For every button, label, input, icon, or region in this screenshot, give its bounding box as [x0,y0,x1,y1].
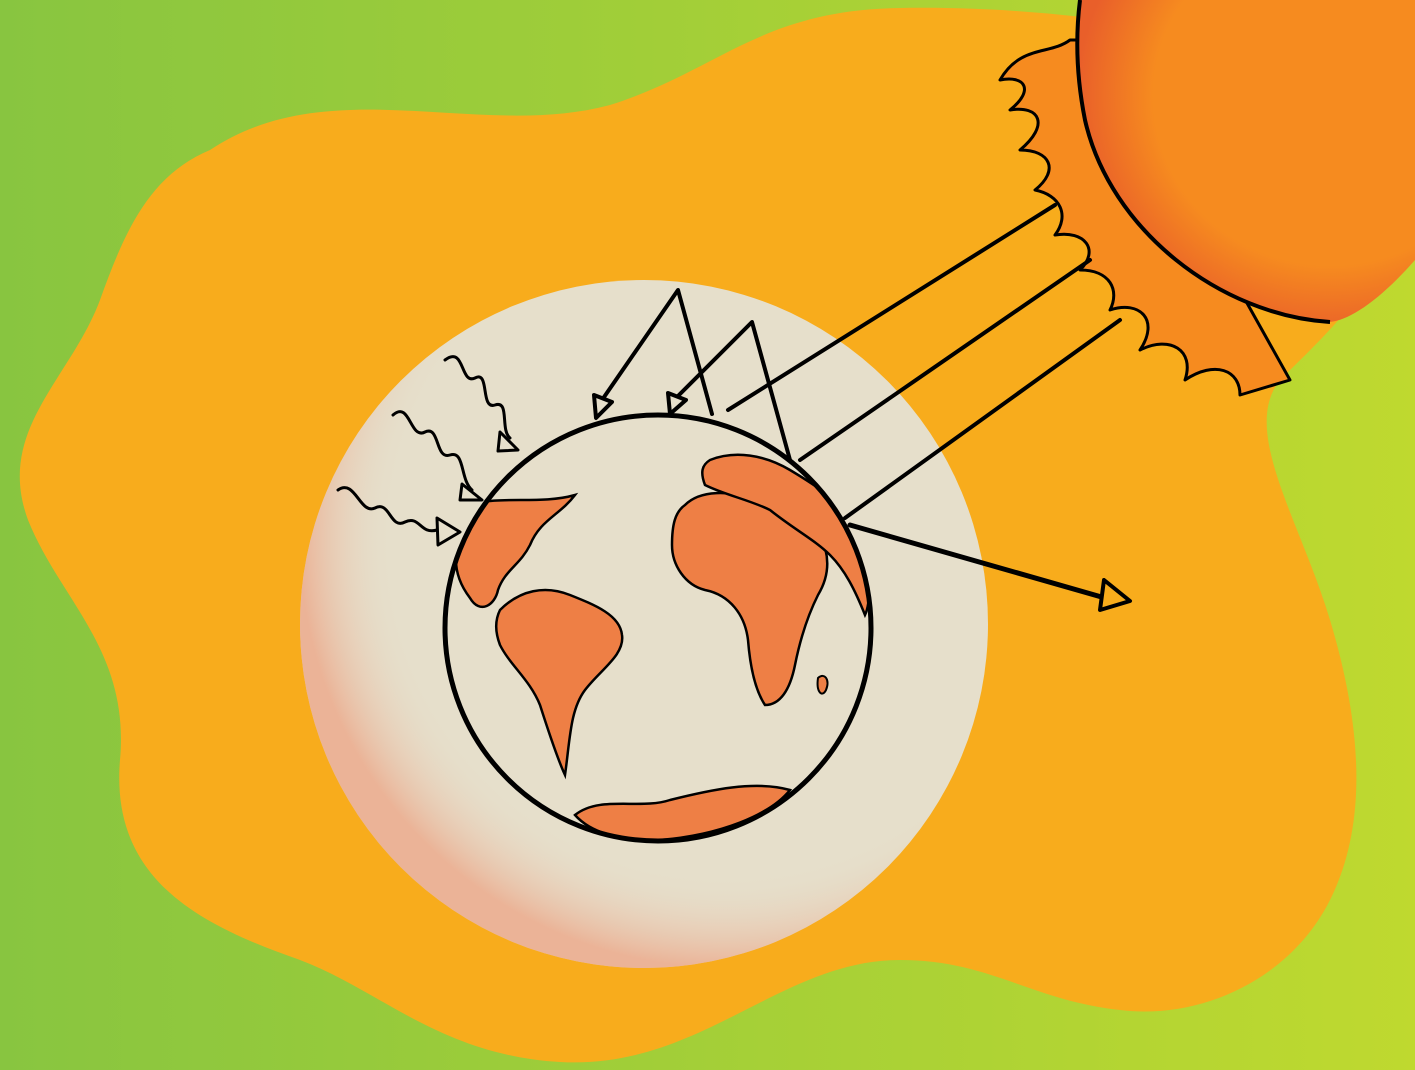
earth [445,415,871,841]
madagascar [818,676,828,694]
